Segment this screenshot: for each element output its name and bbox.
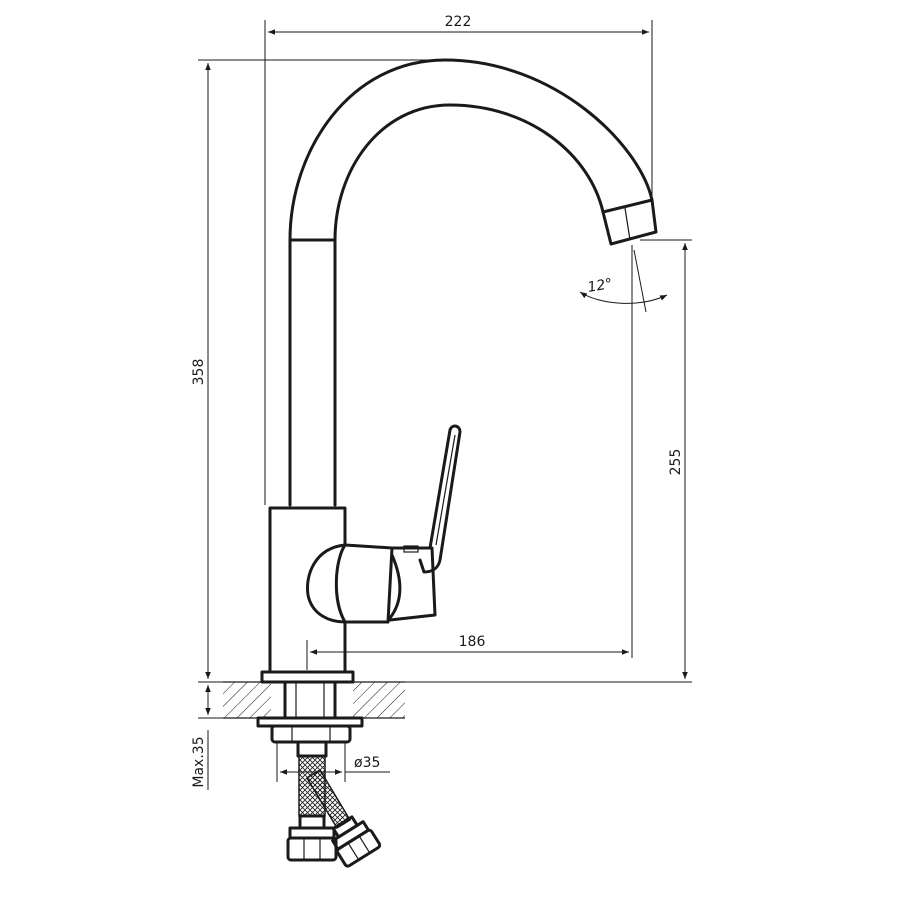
dim-hole-diameter: ø35 [354,755,380,771]
shank [283,680,337,720]
lever-dome [305,543,347,624]
hose-nut-hot [335,828,382,868]
dim-overall-width: 222 [445,14,472,30]
spout-inner [333,103,605,507]
body-housing [268,506,347,674]
dim-overall-height: 358 [191,359,207,386]
dimensions: 222 358 255 186 12° Max.35 ø35 [191,14,692,790]
lever-handle [418,424,462,574]
counter-top [223,670,405,744]
lever-connector [343,543,394,624]
aerator [601,198,658,246]
hose-nut-cold [286,836,338,862]
supply-hoses [286,740,382,868]
mounting-nut [270,724,352,744]
faucet-body [268,58,658,674]
hose-hot [305,768,352,830]
dim-max-counter: Max.35 [191,736,207,787]
dim-spout-angle: 12° [586,276,613,296]
dim-spout-reach: 186 [459,634,486,650]
dim-spout-height: 255 [668,449,684,476]
